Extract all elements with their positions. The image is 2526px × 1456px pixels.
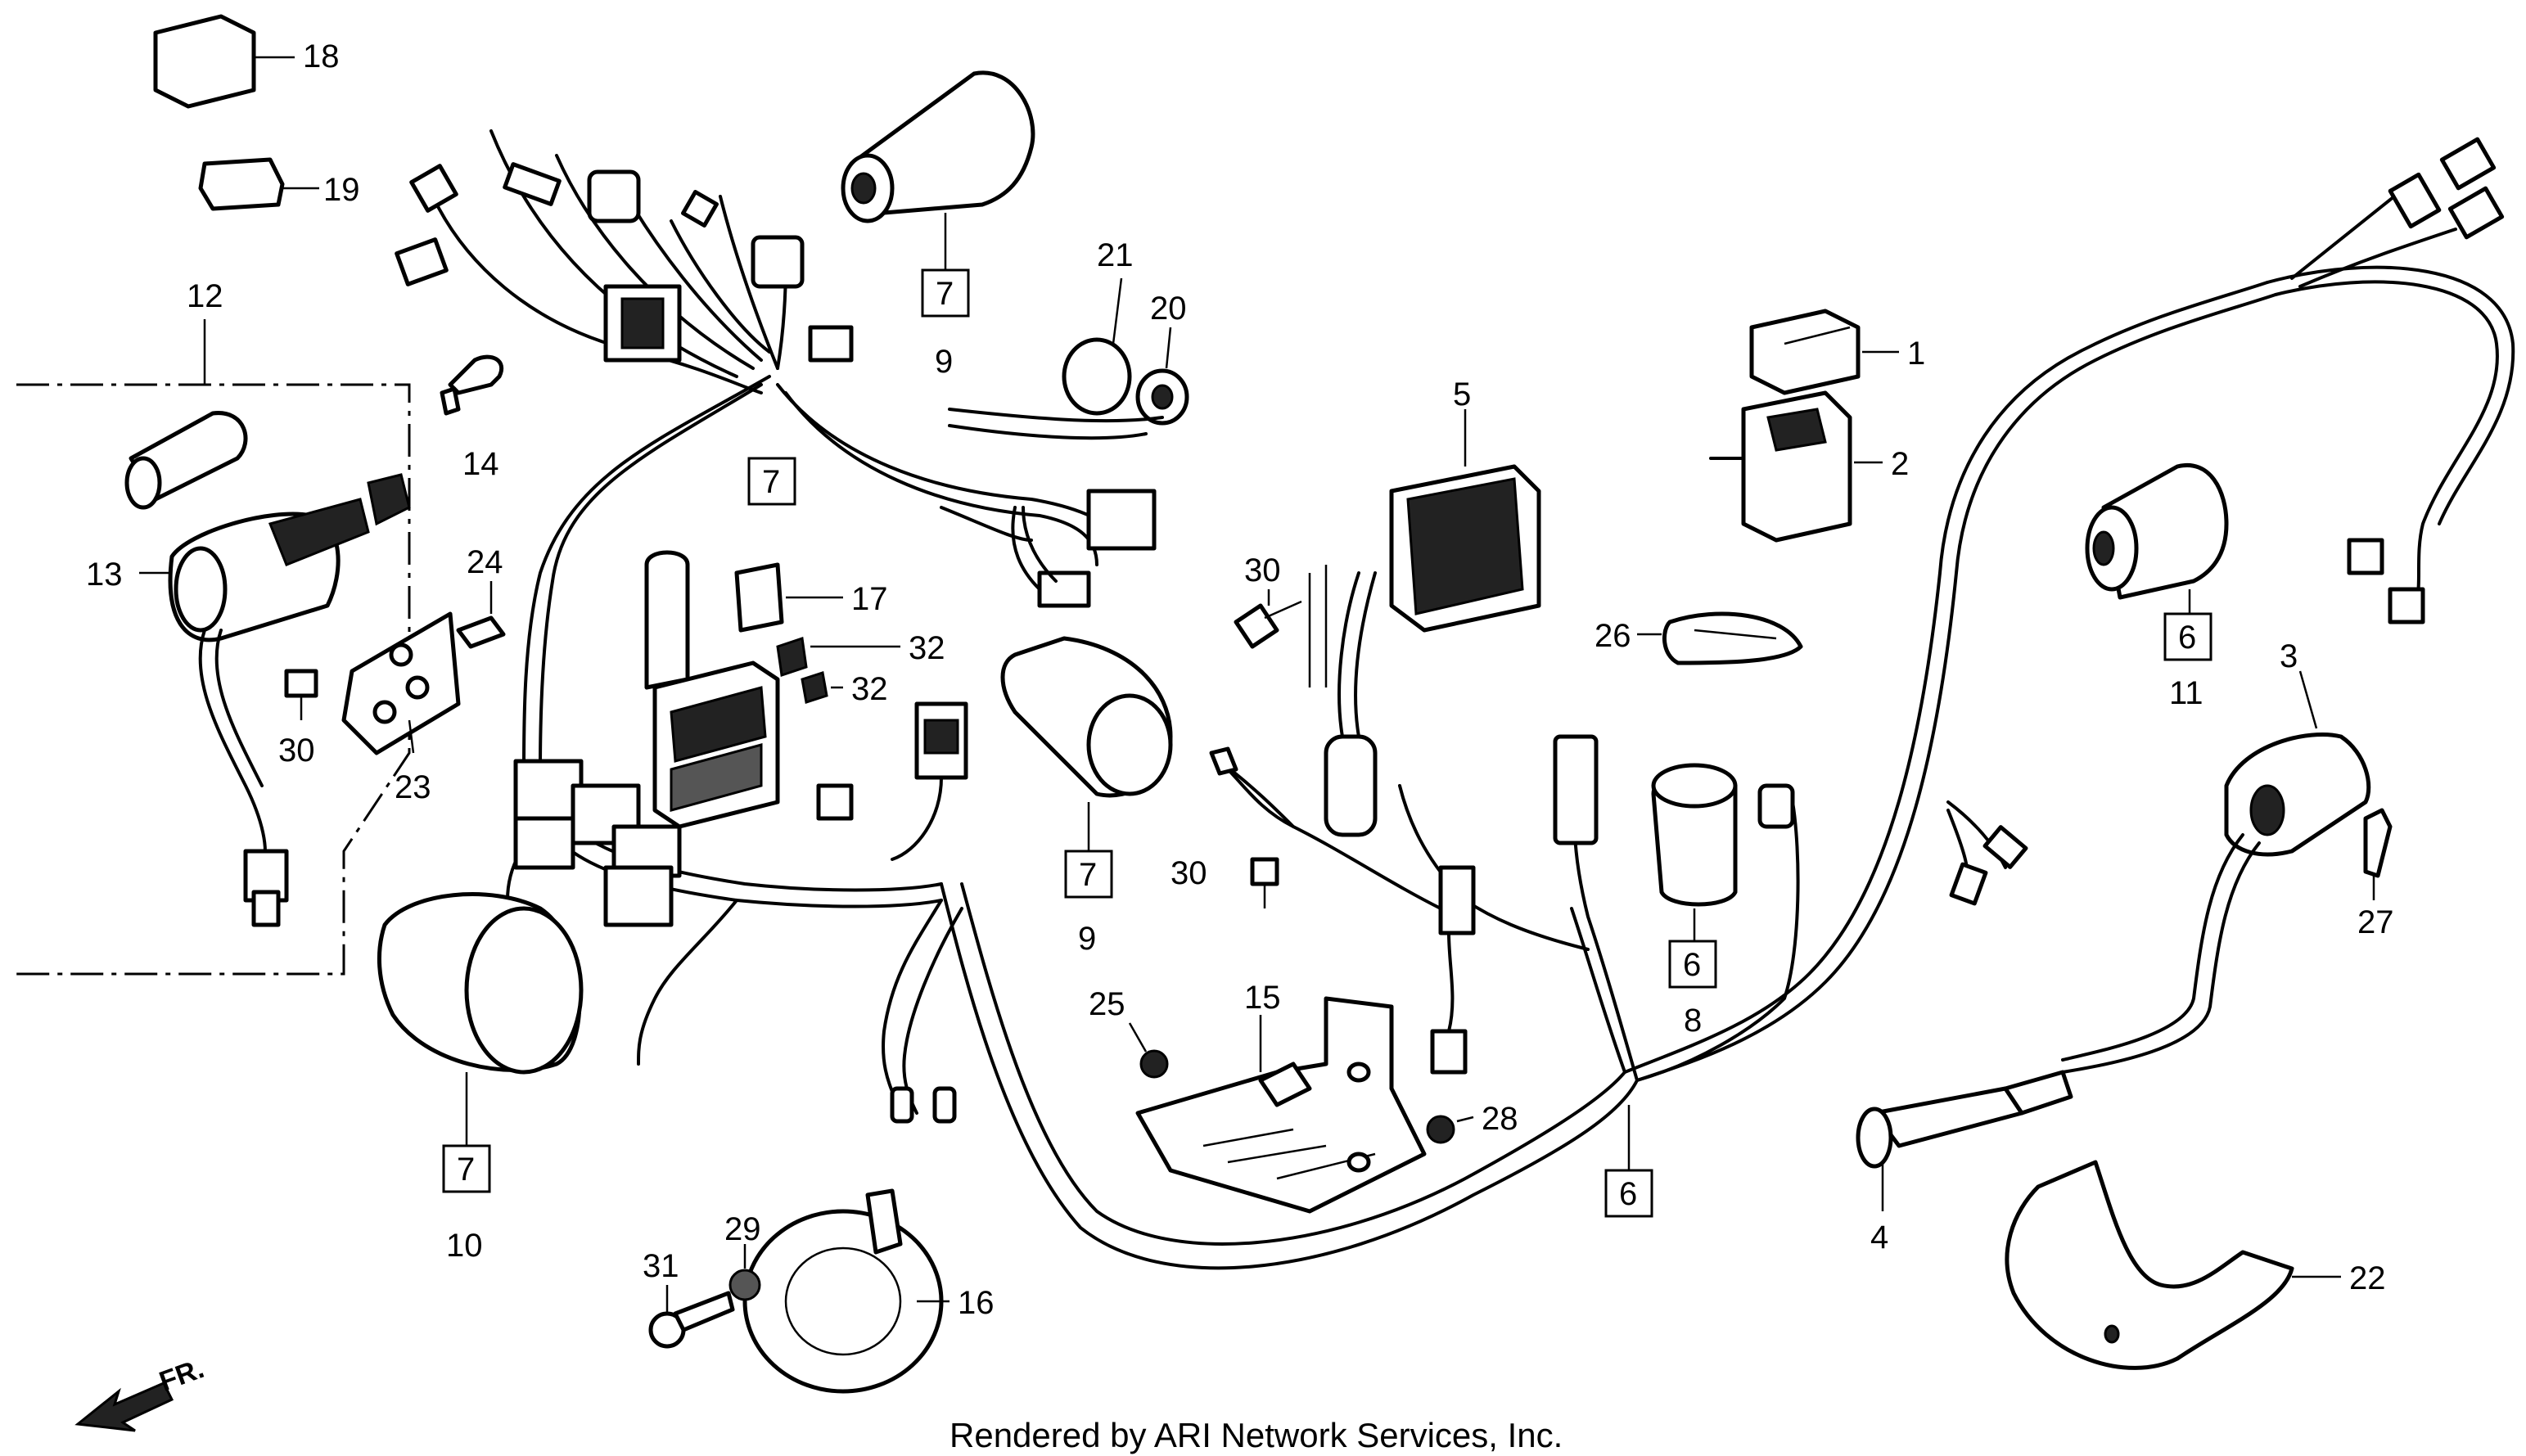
part-2-relay: 2: [1709, 390, 1909, 543]
callout-25: 25: [1089, 986, 1125, 1022]
callout-18: 18: [303, 38, 340, 74]
harness-connectors-top: [395, 162, 854, 363]
callout-7-box-a: 7: [936, 276, 954, 312]
callout-13: 13: [86, 557, 123, 593]
part-29-washer: 29: [724, 1211, 761, 1301]
callout-19: 19: [323, 172, 360, 208]
callout-4: 4: [1870, 1219, 1888, 1255]
part-4-spark-plug-cap: 4: [1856, 1070, 2073, 1255]
callout-11: 11: [2169, 675, 2203, 711]
part-12-ignition-switch-group: 12: [16, 278, 411, 976]
callout-12: 12: [187, 278, 223, 314]
callout-31: 31: [643, 1248, 679, 1284]
part-26-band: 26: [1595, 611, 1803, 665]
connector-cluster-upper-right: [940, 489, 1157, 608]
part-14-key: 14: [440, 354, 504, 482]
part-8-boot: 6 8: [1651, 763, 1738, 1039]
part-19-cover: 19: [198, 157, 360, 211]
part-9-boot-lower: 7 9: [1000, 636, 1173, 957]
part-20-grommet: 20: [948, 291, 1189, 440]
callout-9-lower: 9: [1078, 921, 1096, 957]
part-24-screw: 24: [456, 544, 506, 649]
part-30-bolt-upper: 30: [1234, 552, 1302, 649]
harness-connector-center: [816, 701, 968, 861]
callout-27: 27: [2357, 904, 2394, 940]
ref-box-7-harness: 7: [747, 457, 796, 506]
part-25-nut: 25: [1089, 986, 1169, 1079]
part-9-boot-upper: 7 9: [841, 70, 1035, 380]
callout-16: 16: [958, 1285, 995, 1321]
part-30-bolt-left: 30: [278, 669, 318, 769]
callout-32-upper: 32: [909, 630, 945, 666]
callout-20: 20: [1150, 291, 1187, 327]
callout-7-box-b: 7: [1079, 857, 1097, 893]
callout-6-box-a: 6: [2178, 620, 2196, 656]
callout-30-upper: 30: [1244, 552, 1281, 588]
ref-box-6-part-8: [1668, 940, 1717, 989]
callout-14: 14: [462, 446, 499, 482]
part-3-ignition-coil: 3: [2061, 638, 2371, 1074]
direction-label: FR.: [156, 1353, 208, 1397]
part-16-horn: 16: [742, 1188, 995, 1394]
part-11-boot: 6 11: [2085, 463, 2229, 711]
callout-28: 28: [1482, 1101, 1518, 1137]
ref-box-6-part-11: [2163, 612, 2213, 661]
part-28-nut: 28: [1426, 1101, 1518, 1144]
part-31-bolt: 31: [643, 1248, 735, 1349]
part-10-boot: 7 10: [377, 892, 584, 1264]
callout-2: 2: [1891, 446, 1909, 482]
part-17-fuse-box: 17: [644, 550, 888, 829]
callout-3: 3: [2280, 638, 2298, 674]
harness-connectors-mid: [1209, 734, 1795, 1075]
callout-8: 8: [1684, 1003, 1702, 1039]
part-21-socket: 21: [1062, 237, 1134, 416]
callout-29: 29: [724, 1211, 761, 1247]
callout-6-box-b: 6: [1683, 947, 1701, 983]
callout-17: 17: [851, 581, 888, 617]
part-13-ignition-switch: 13: [86, 411, 411, 927]
callout-22: 22: [2349, 1260, 2386, 1296]
part-22-cover: 22: [2005, 1160, 2386, 1370]
callout-23: 23: [395, 769, 431, 805]
part-30-bolt-middle: 30: [1171, 855, 1279, 908]
harness-connectors-left-middle: [513, 759, 682, 927]
callout-5: 5: [1453, 376, 1471, 412]
part-1-relay-cover: 1: [1749, 309, 1925, 395]
part-18-relay: 18: [153, 14, 340, 109]
front-arrow-icon: [74, 1382, 174, 1432]
callout-7-box-c: 7: [762, 464, 780, 500]
callout-32-lower: 32: [851, 671, 888, 707]
render-credit: Rendered by ARI Network Services, Inc.: [950, 1416, 1563, 1454]
callout-9-upper: 9: [935, 344, 953, 380]
callout-30-middle: 30: [1171, 855, 1207, 891]
callout-1: 1: [1907, 336, 1925, 372]
callout-24: 24: [467, 544, 503, 580]
callout-26: 26: [1595, 618, 1631, 654]
part-23-plate: 23: [341, 611, 461, 805]
part-32-fuses: 32 32: [776, 630, 945, 707]
callout-15: 15: [1244, 980, 1281, 1016]
callout-21: 21: [1097, 237, 1134, 273]
callout-7-box-d: 7: [457, 1152, 475, 1188]
callout-6-box-c: 6: [1619, 1176, 1637, 1212]
part-5-regulator-rectifier: 5: [1308, 376, 1541, 837]
part-27-bolt: 27: [2357, 808, 2394, 940]
part-15-bracket: 15: [1135, 980, 1427, 1214]
harness-connectors-right: [1946, 137, 2505, 906]
callout-30-left: 30: [278, 733, 315, 769]
ref-box-6-harness: 6: [1604, 1105, 1653, 1218]
callout-10: 10: [446, 1228, 483, 1264]
front-direction-indicator: FR.: [74, 1353, 208, 1432]
